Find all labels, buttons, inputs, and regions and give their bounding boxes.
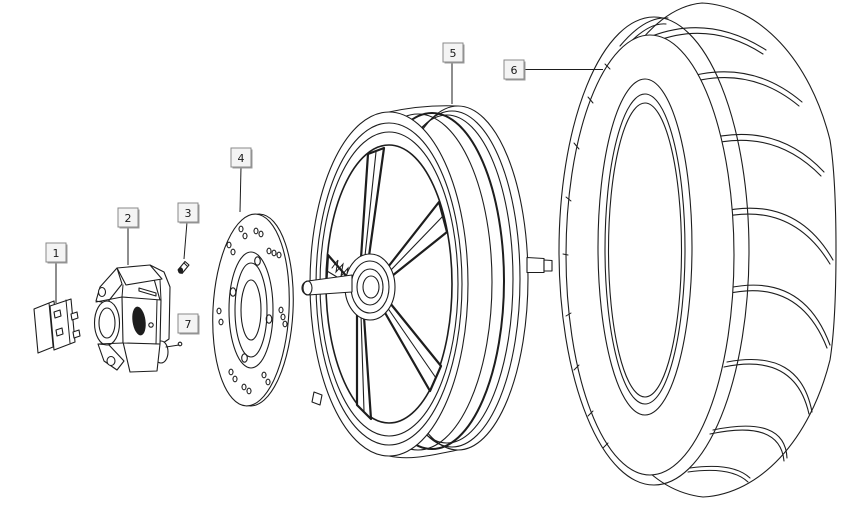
axle-left bbox=[301, 274, 353, 296]
pad-front bbox=[49, 298, 76, 351]
caliper-bottom bbox=[122, 341, 161, 373]
brake-disc bbox=[212, 213, 294, 407]
callout-6[interactable]: 6 bbox=[503, 59, 603, 81]
callouts: 1 2 3 4 5 6 bbox=[45, 42, 603, 335]
tire-shoulder-line bbox=[558, 16, 750, 486]
caliper-slot bbox=[132, 306, 146, 336]
spokes bbox=[324, 146, 449, 421]
brake-caliper bbox=[93, 264, 183, 373]
axle-right bbox=[526, 256, 545, 274]
bleed-screw bbox=[165, 344, 180, 348]
callout-7-number: 7 bbox=[185, 318, 192, 331]
hub bbox=[344, 253, 396, 321]
wheel bbox=[301, 105, 553, 459]
caliper-top-face bbox=[116, 264, 163, 286]
callout-2[interactable]: 2 bbox=[117, 207, 140, 265]
callout-4[interactable]: 4 bbox=[230, 147, 253, 213]
disc-center-hole bbox=[240, 279, 262, 341]
callout-4-number: 4 bbox=[238, 152, 245, 165]
callout-1-number: 1 bbox=[53, 247, 60, 260]
rim-bottom-silhouette bbox=[388, 449, 459, 459]
valve-stem bbox=[311, 391, 323, 406]
tire-bead-outer bbox=[597, 78, 693, 416]
callout-3-number: 3 bbox=[185, 207, 192, 220]
tire-bead-mid bbox=[604, 93, 686, 405]
disc-mount-holes bbox=[229, 256, 273, 363]
callout-6-number: 6 bbox=[511, 64, 518, 77]
tire-bead-inner bbox=[607, 102, 683, 398]
tire-edge-sipes bbox=[562, 63, 611, 449]
pad-tabs bbox=[53, 309, 81, 339]
callout-5[interactable]: 5 bbox=[442, 42, 465, 104]
callout-5-number: 5 bbox=[450, 47, 457, 60]
pad-pin bbox=[177, 260, 190, 275]
tire bbox=[558, 2, 837, 498]
disc-face bbox=[212, 213, 290, 407]
rim-top-silhouette bbox=[388, 105, 459, 113]
callout-3[interactable]: 3 bbox=[177, 202, 200, 260]
brake-pads bbox=[33, 298, 81, 354]
callout-1[interactable]: 1 bbox=[45, 242, 68, 303]
callout-7[interactable]: 7 bbox=[177, 313, 200, 335]
callout-2-number: 2 bbox=[125, 212, 132, 225]
disc-vent-holes bbox=[216, 225, 288, 395]
caliper-piston bbox=[93, 300, 121, 346]
